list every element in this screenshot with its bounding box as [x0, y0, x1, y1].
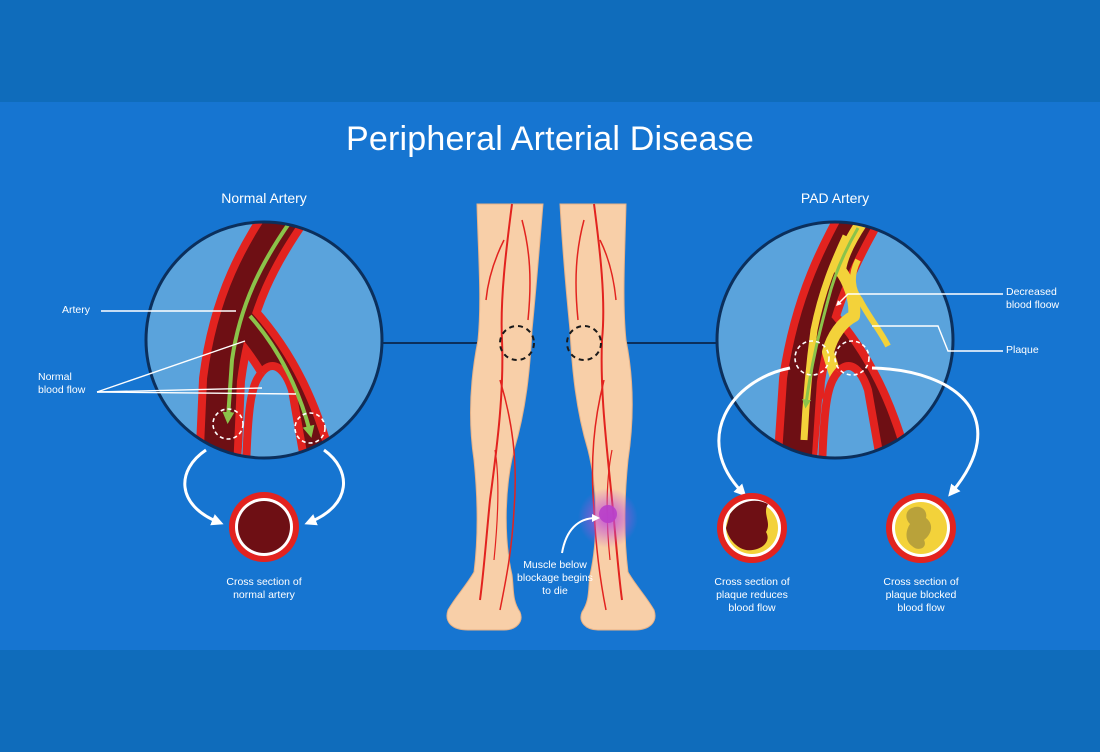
- normal-artery-heading: Normal Artery: [221, 190, 307, 206]
- knee-focus-right: [566, 325, 602, 361]
- plaque-blocked-cross-section: [886, 493, 956, 563]
- curved-arrow: [304, 448, 346, 526]
- plaque-reduced-cross-section: [717, 493, 787, 563]
- plaque-blocked-caption: Cross section of plaque blocked blood fl…: [883, 576, 959, 615]
- decreased-flow-label: Decreased blood floow: [1006, 286, 1060, 312]
- normal-cross-section-caption: Cross section of normal artery: [226, 576, 302, 602]
- focus-circle: [294, 412, 326, 444]
- focus-circle: [212, 408, 244, 440]
- flow-pointer: [96, 387, 263, 393]
- curved-arrow: [717, 366, 791, 497]
- focus-circle: [794, 340, 830, 376]
- artery-label: Artery: [62, 304, 91, 316]
- plaque-reduces-caption: Cross section of plaque reduces blood fl…: [714, 576, 790, 615]
- curved-arrow: [183, 448, 224, 526]
- curved-arrow: [871, 366, 980, 497]
- muscle-label: Muscle below blockage begins to die: [517, 559, 593, 598]
- normal-cross-section: [229, 492, 299, 562]
- page-title: Peripheral Arterial Disease: [346, 120, 754, 158]
- plaque-pointer: [872, 325, 1003, 352]
- legs-illustration: [446, 203, 656, 631]
- pad-artery-magnifier: [715, 220, 955, 460]
- normal-flow-label: Normal blood flow: [38, 371, 86, 397]
- flow-pointer: [96, 340, 246, 393]
- pad-artery-heading: PAD Artery: [800, 190, 870, 206]
- normal-artery-magnifier: [144, 220, 384, 460]
- decreased-flow-pointer: [836, 293, 1003, 306]
- muscle-pointer: [561, 514, 600, 554]
- focus-circle: [834, 340, 870, 376]
- flow-pointer: [96, 391, 297, 395]
- knee-focus-left: [499, 325, 535, 361]
- plaque-label: Plaque: [1006, 344, 1039, 356]
